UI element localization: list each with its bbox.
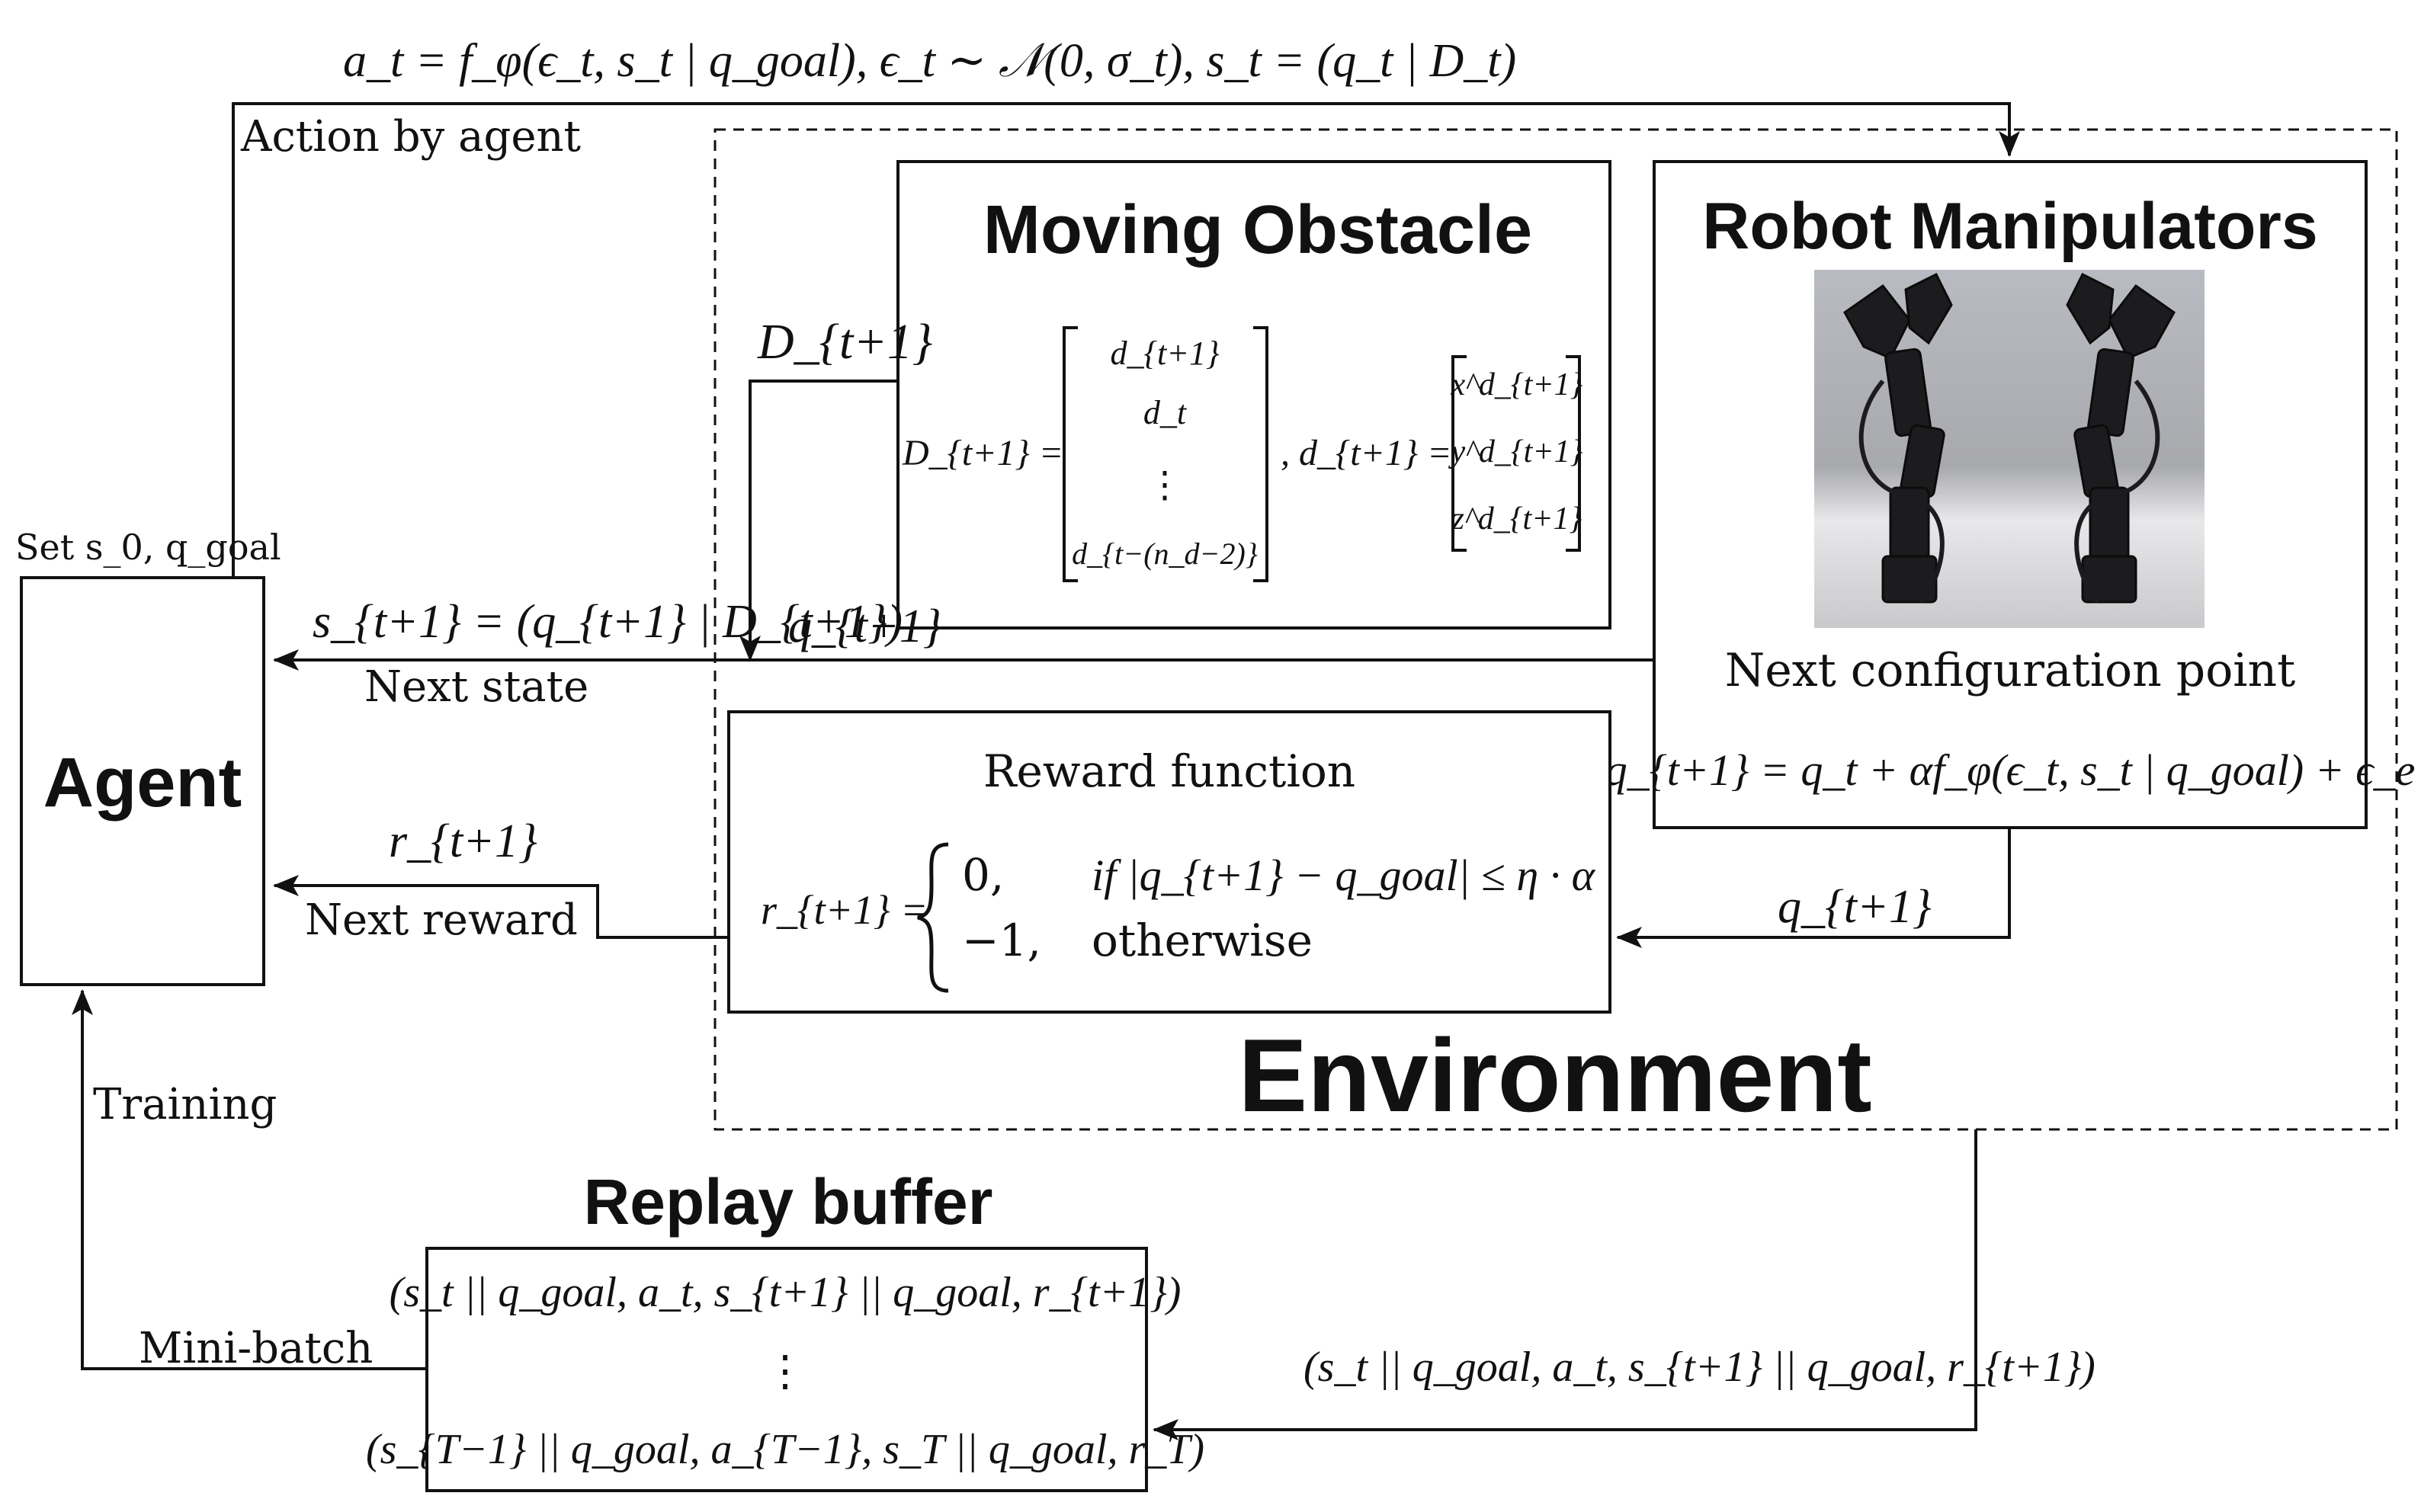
reward-box (727, 710, 1611, 1014)
agent-set-label: Set s_0, q_goal (15, 527, 281, 568)
reward-case2-cond: otherwise (1092, 915, 1313, 966)
d-lhs: , d_{t+1} = (1281, 433, 1452, 473)
D-entry-2: d_t (1143, 394, 1188, 431)
D-entry-4: d_{t−(n_d−2)} (1072, 537, 1258, 571)
reward-lhs: r_{t+1} = (761, 887, 928, 933)
action-label: Action by agent (240, 112, 582, 162)
reward-case2-value: −1, (962, 915, 1041, 966)
robot-to-reward-arrow (1616, 828, 2011, 948)
reward-r-label: r_{t+1} (389, 815, 537, 867)
d-bracket-left (1451, 355, 1467, 552)
reward-title: Reward function (983, 745, 1355, 797)
next-state-label: Next state (364, 662, 588, 712)
next-state-formula: s_{t+1} = (q_{t+1} | D_{t+1}) (313, 596, 903, 648)
environment-region (713, 128, 2398, 1131)
moving-obstacle-box (896, 160, 1611, 629)
d-entry-3: z^d_{t+1} (1451, 501, 1582, 537)
reward-brace (917, 842, 949, 993)
moving-obstacle-title: Moving Obstacle (983, 192, 1532, 268)
robot-title: Robot Manipulators (1702, 190, 2317, 263)
reward-case1-value: 0, (962, 849, 1004, 901)
D-lhs: D_{t+1} = (902, 433, 1063, 473)
reward-case1-cond: if |q_{t+1} − q_goal| ≤ η · α (1092, 850, 1596, 900)
D-bracket-right (1253, 326, 1268, 582)
reward-q-label: q_{t+1} (1778, 881, 1932, 933)
D-entry-3: ⋮ (1146, 463, 1183, 506)
d-bracket-right (1566, 355, 1581, 552)
replay-buffer-dots: ⋮ (764, 1347, 806, 1396)
replay-buffer-box (425, 1247, 1148, 1492)
D-feedback-label: D_{t+1} (757, 314, 932, 370)
D-bracket-left (1063, 326, 1078, 582)
robot-image (1814, 270, 2205, 628)
environment-to-buffer-arrow (1153, 1129, 1977, 1440)
d-entry-1: x^d_{t+1} (1451, 367, 1583, 402)
next-state-q-label: q_{t+1} (788, 601, 942, 652)
agent-box (20, 576, 265, 986)
robot-next-config-label: Next configuration point (1725, 644, 2296, 697)
replay-buffer-title: Replay buffer (584, 1166, 993, 1238)
action-formula: a_t = f_φ(ϵ_t, s_t | q_goal), ϵ_t ∼ 𝒩(0,… (343, 35, 1516, 87)
agent-title: Agent (43, 744, 242, 822)
D-entry-1: d_{t+1} (1110, 335, 1220, 372)
D-feedback-arrow (739, 380, 898, 662)
replay-buffer-row2: (s_{T−1} || q_goal, a_{T−1}, s_T || q_go… (366, 1426, 1204, 1473)
training-label: Training (93, 1080, 277, 1129)
reward-arrow (273, 875, 729, 939)
training-arrow (72, 989, 427, 1370)
robot-formula: q_{t+1} = q_t + αf_φ(ϵ_t, s_t | q_goal) … (1605, 745, 2416, 795)
minibatch-label: Mini-batch (139, 1324, 373, 1373)
next-reward-label: Next reward (305, 895, 578, 945)
replay-buffer-incoming: (s_t || q_goal, a_t, s_{t+1} || q_goal, … (1303, 1344, 2096, 1391)
action-arrow (232, 102, 2020, 578)
environment-title: Environment (1238, 1017, 1871, 1133)
replay-buffer-row1: (s_t || q_goal, a_t, s_{t+1} || q_goal, … (390, 1269, 1182, 1316)
d-entry-2: y^d_{t+1} (1448, 434, 1583, 469)
